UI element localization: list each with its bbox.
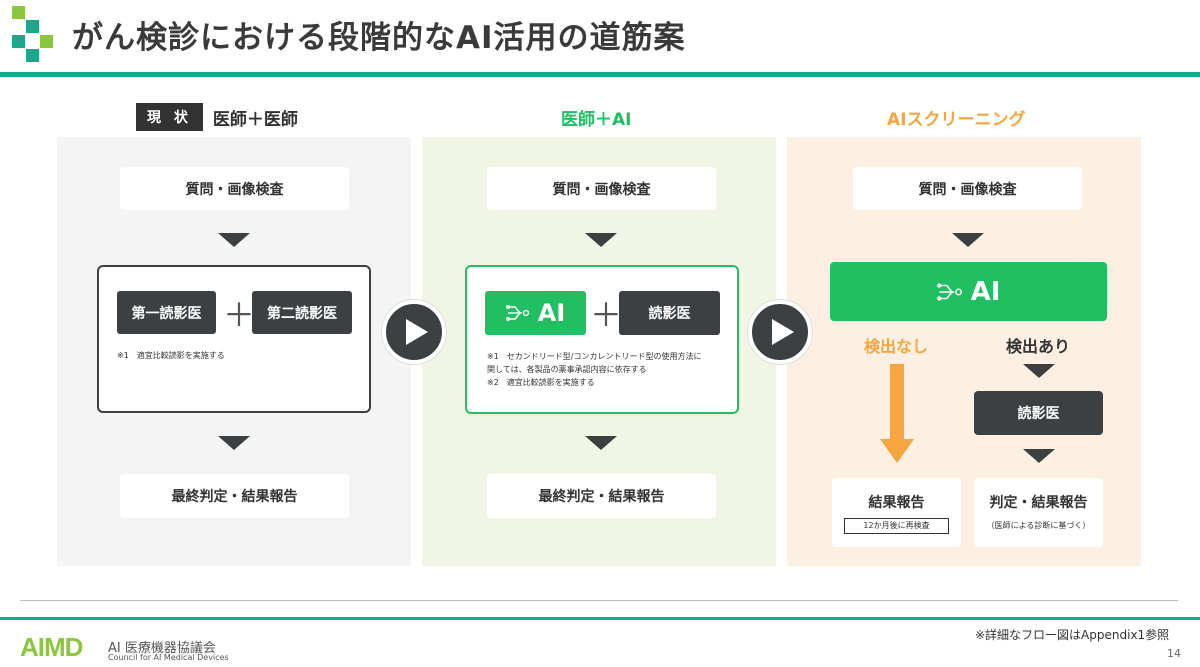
no-detection-label: 検出なし [864,337,929,356]
col2-heading: 医師＋AI [561,109,632,130]
result-report-box: 結果報告 12か月後に再検査 [832,478,961,547]
col2-arrow-down-2 [585,436,617,450]
doctor-diagnosis-note: （医師による診断に基づく） [986,521,1091,530]
ai-label: AI [537,299,566,327]
col1-final-box: 最終判定・結果報告 [120,474,349,518]
orange-arrow-head-icon [880,439,914,463]
col1-reading-frame [97,265,371,413]
reader-box: 読影医 [619,291,720,335]
play-arrow-icon [382,300,446,364]
col2-note-1b: 関しては、各製品の薬事承認内容に依存する [487,365,647,374]
ai-network-icon [936,282,962,301]
col2-note-1a: ※1 セカンドリード型/コンカレントリード型の使用方法に [487,352,702,361]
page-title: がん検診における段階的なAI活用の道筋案 [72,20,686,56]
col3-arrow-down-2 [1023,364,1055,378]
orange-arrow-shaft [890,364,904,440]
logo-mark [0,0,60,70]
col2-note-2: ※2 適宜比較読影を実施する [487,378,595,387]
footer-divider [20,600,1178,601]
judgement-report-box: 判定・結果報告 （医師による診断に基づく） [974,478,1103,547]
col3-exam-box: 質問・画像検査 [853,167,1082,210]
plus-sign: ＋ [223,296,256,334]
judgement-report-title: 判定・結果報告 [989,495,1088,511]
col3-arrow-down-1 [952,233,984,247]
col2-exam-box: 質問・画像検査 [487,167,716,210]
second-reader-box: 第二読影医 [252,291,352,334]
result-report-title: 結果報告 [868,495,925,511]
col3-arrow-down-3 [1023,449,1055,463]
first-reader-box: 第一読影医 [117,291,216,334]
status-badge: 現 状 [136,103,203,131]
org-logo-mark: AIMD [20,632,83,662]
col2-final-box: 最終判定・結果報告 [487,474,716,518]
col1-heading: 現 状 医師＋医師 [136,103,298,131]
col1-arrow-down-1 [218,233,250,247]
col1-heading-text: 医師＋医師 [212,109,298,130]
appendix-note: ※詳細なフロー図はAppendix1参照 [975,628,1170,642]
col1-arrow-down-2 [218,436,250,450]
ai-label: AI [970,276,1001,307]
col2-arrow-down-1 [585,233,617,247]
footer-rule [0,617,1200,620]
play-arrow-icon [748,300,812,364]
recheck-note: 12か月後に再検査 [844,518,949,534]
col3-heading: AIスクリーニング [887,109,1026,130]
detection-label: 検出あり [1006,337,1071,356]
plus-sign: ＋ [590,296,623,334]
org-subtitle: Council for AI Medical Devices [108,653,229,662]
header-rule [0,72,1200,77]
col1-note: ※1 適宜比較読影を実施する [117,351,225,360]
page-number: 14 [1167,647,1181,660]
ai-screening-box: AI [830,262,1107,321]
ai-box: AI [485,291,586,335]
col3-reader-box: 読影医 [974,391,1103,435]
col1-exam-box: 質問・画像検査 [120,167,349,210]
org-name: AI 医療機器協議会 [108,641,216,656]
col2-reading-frame [465,265,739,414]
ai-network-icon [505,305,529,321]
